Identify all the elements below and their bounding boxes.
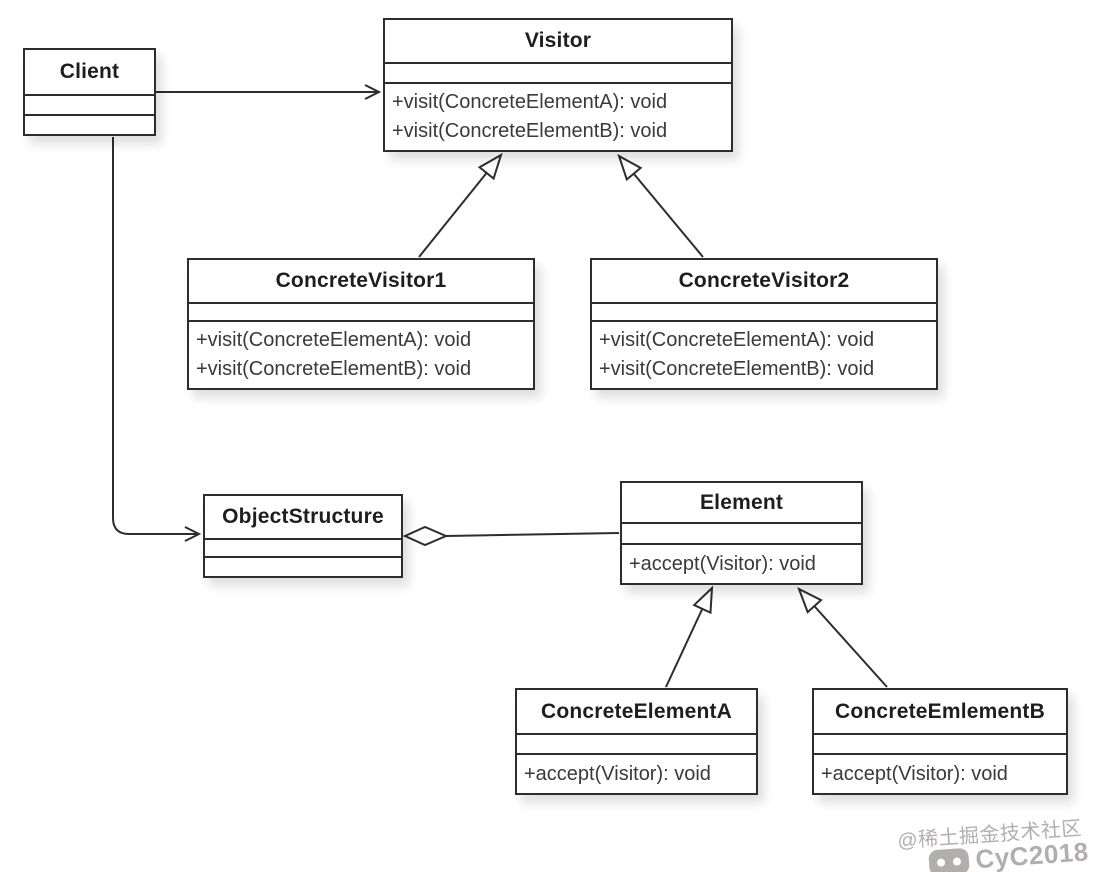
method-signature: +accept(Visitor): void <box>629 552 816 575</box>
method-signature: +visit(ConcreteElementB): void <box>392 120 668 142</box>
class-concrete-visitor-1-methods: +visit(ConcreteElementA): void +visit(Co… <box>189 322 533 388</box>
class-concrete-visitor-2-attributes <box>592 304 936 322</box>
class-concrete-element-b-attributes <box>814 735 1066 755</box>
class-element-methods: +accept(Visitor): void <box>622 545 861 583</box>
class-object-structure-title: ObjectStructure <box>205 496 401 540</box>
class-concrete-element-a-title: ConcreteElementA <box>517 690 756 735</box>
class-client-methods <box>25 116 154 134</box>
class-visitor: Visitor +visit(ConcreteElementA): void +… <box>383 18 733 152</box>
connector-objectstructure-element-aggregation <box>445 532 620 537</box>
connector-concreteelementa-element-generalization <box>665 585 714 688</box>
method-signature: +accept(Visitor): void <box>821 762 1008 785</box>
juejin-robot-icon <box>927 847 970 872</box>
class-concrete-visitor-1-attributes <box>189 304 533 322</box>
class-concrete-visitor-2-title: ConcreteVisitor2 <box>592 260 936 304</box>
class-object-structure-attributes <box>205 540 401 558</box>
class-concrete-visitor-2: ConcreteVisitor2 +visit(ConcreteElementA… <box>590 258 938 390</box>
class-concrete-element-a-attributes <box>517 735 756 755</box>
connector-concretevisitor1-visitor-generalization <box>418 152 503 258</box>
class-element-title: Element <box>622 483 861 524</box>
method-signature: +visit(ConcreteElementA): void <box>392 91 668 113</box>
watermark: @稀土掘金技术社区 CyC2018 <box>896 811 1090 872</box>
class-concrete-element-b-methods: +accept(Visitor): void <box>814 755 1066 793</box>
class-visitor-attributes <box>385 64 731 84</box>
class-concrete-visitor-1-title: ConcreteVisitor1 <box>189 260 533 304</box>
method-signature: +visit(ConcreteElementB): void <box>196 358 472 380</box>
class-element-attributes <box>622 524 861 545</box>
method-signature: +accept(Visitor): void <box>524 762 711 785</box>
aggregation-diamond <box>402 525 449 547</box>
class-object-structure: ObjectStructure <box>203 494 403 578</box>
connector-concreteelementb-element-generalization <box>797 586 888 688</box>
class-concrete-element-b-title: ConcreteEmlementB <box>814 690 1066 735</box>
class-client: Client <box>23 48 156 136</box>
class-client-attributes <box>25 96 154 116</box>
class-object-structure-methods <box>205 558 401 576</box>
class-element: Element +accept(Visitor): void <box>620 481 863 585</box>
class-concrete-element-a: ConcreteElementA +accept(Visitor): void <box>515 688 758 795</box>
connector-concretevisitor2-visitor-generalization <box>617 153 704 258</box>
class-visitor-title: Visitor <box>385 20 731 64</box>
class-client-title: Client <box>25 50 154 96</box>
class-concrete-visitor-2-methods: +visit(ConcreteElementA): void +visit(Co… <box>592 322 936 388</box>
class-concrete-element-a-methods: +accept(Visitor): void <box>517 755 756 793</box>
class-visitor-methods: +visit(ConcreteElementA): void +visit(Co… <box>385 84 731 150</box>
class-concrete-element-b: ConcreteEmlementB +accept(Visitor): void <box>812 688 1068 795</box>
method-signature: +visit(ConcreteElementB): void <box>599 358 875 380</box>
method-signature: +visit(ConcreteElementA): void <box>196 329 472 351</box>
method-signature: +visit(ConcreteElementA): void <box>599 329 875 351</box>
class-concrete-visitor-1: ConcreteVisitor1 +visit(ConcreteElementA… <box>187 258 535 390</box>
